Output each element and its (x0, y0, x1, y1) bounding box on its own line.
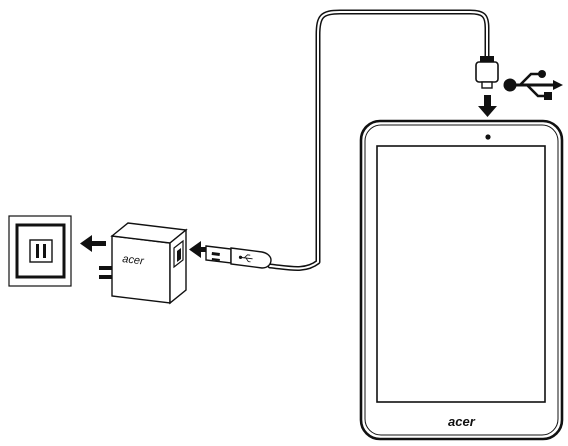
arrow-left-icon (189, 241, 210, 258)
wall-socket (8, 215, 72, 287)
usb-a-plug (205, 245, 272, 269)
usb-icon (503, 70, 563, 100)
micro-usb-plug (475, 56, 499, 89)
tablet: acer (359, 119, 564, 441)
front-camera (485, 134, 491, 140)
power-adapter: acer (99, 222, 188, 305)
usb-cable (267, 9, 490, 271)
usb-mini-icon (238, 254, 253, 263)
tablet-logo: acer (448, 414, 476, 429)
arrow-left-icon (80, 235, 106, 252)
adapter-logo: acer (122, 253, 146, 268)
arrow-down-icon (478, 95, 497, 117)
